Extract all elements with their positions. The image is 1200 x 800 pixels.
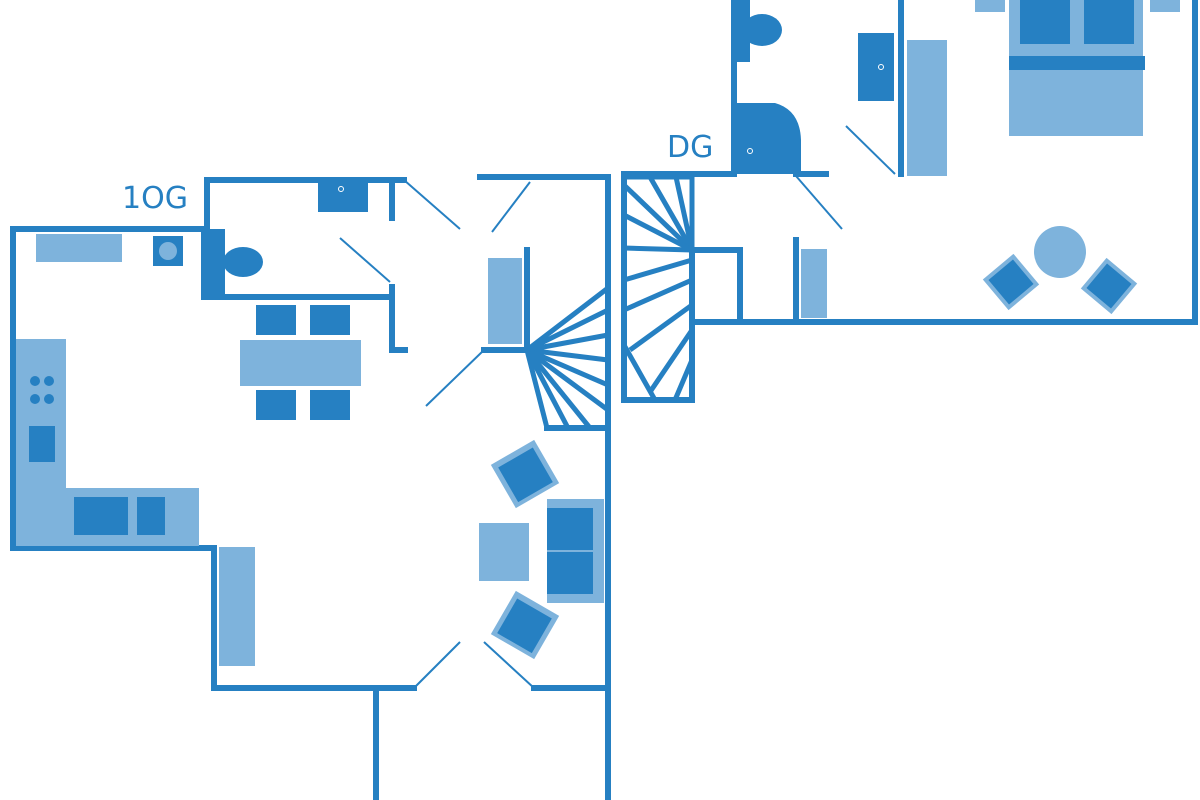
- door-icon: [845, 125, 896, 175]
- stair-step: [524, 348, 571, 430]
- chair-icon: [256, 390, 296, 420]
- stair-step: [526, 347, 609, 388]
- chair-icon: [310, 390, 350, 420]
- doors-dg: [795, 125, 896, 230]
- sink-drain: [338, 186, 344, 192]
- shower-drain: [747, 148, 753, 154]
- stair-step: [647, 175, 695, 252]
- coffee-table: [479, 523, 529, 581]
- dg-stair-landing: [689, 247, 743, 325]
- shower-icon: [734, 103, 801, 174]
- stair-step: [525, 307, 610, 353]
- armchair-icon: [490, 590, 560, 660]
- stair-step: [622, 183, 694, 252]
- stair-step: [647, 328, 695, 394]
- stove-icon: [30, 376, 54, 404]
- toilet-icon: [734, 0, 782, 62]
- chair-icon: [256, 305, 296, 335]
- chair-icon: [310, 305, 350, 335]
- staircase-dg: [621, 174, 695, 403]
- sink-icon: [858, 33, 894, 101]
- sink-drain: [878, 64, 884, 70]
- bath-wall-lower: [389, 284, 408, 353]
- stair-step: [526, 347, 609, 363]
- door-icon: [483, 641, 535, 689]
- wall-cabinet: [488, 258, 522, 344]
- furniture-1og: [16, 180, 604, 666]
- stair-step: [525, 347, 610, 413]
- stair-step: [526, 332, 609, 353]
- table-icon: [1034, 226, 1086, 278]
- dresser: [801, 249, 827, 318]
- staircase-icon: [524, 286, 610, 431]
- armchair-icon: [490, 439, 560, 509]
- stair-step: [628, 302, 694, 353]
- stair-step: [623, 245, 693, 253]
- side-cabinet: [219, 547, 255, 666]
- chair-icon: [1080, 257, 1138, 315]
- doors-1og: [339, 179, 535, 689]
- nightstand: [1150, 0, 1180, 12]
- bed-icon: [1009, 0, 1145, 136]
- sink-icon: [318, 180, 368, 212]
- toilet-icon: [201, 229, 263, 300]
- stair-step: [622, 277, 694, 313]
- oven: [29, 426, 55, 462]
- floor-label-dg: DG: [667, 130, 713, 165]
- door-icon: [413, 641, 461, 689]
- sink-kitchen-left: [74, 497, 128, 535]
- stair-step: [623, 257, 693, 283]
- kitchen-shelf: [36, 234, 122, 262]
- outer-wall-1og-bottom-right: [531, 685, 611, 800]
- wardrobe: [907, 40, 947, 176]
- sofa-icon: [547, 499, 604, 603]
- stair-step: [673, 176, 695, 251]
- sink-kitchen-right: [137, 497, 165, 535]
- stair-step: [672, 359, 695, 401]
- furniture-dg: [734, 0, 1180, 318]
- stair-step: [622, 212, 694, 253]
- door-icon: [795, 175, 843, 230]
- door-icon: [491, 181, 531, 233]
- staircase-1og: [524, 286, 610, 431]
- appliance-circle: [159, 242, 177, 260]
- kitchen-counter: [16, 339, 199, 546]
- nightstand: [975, 0, 1005, 12]
- door-icon: [425, 349, 485, 407]
- door-icon: [339, 237, 391, 283]
- door-icon: [403, 179, 461, 230]
- dining-table: [240, 340, 361, 386]
- chair-icon: [982, 253, 1040, 311]
- floor-label-1og: 1OG: [122, 181, 188, 216]
- stair-step: [525, 348, 592, 430]
